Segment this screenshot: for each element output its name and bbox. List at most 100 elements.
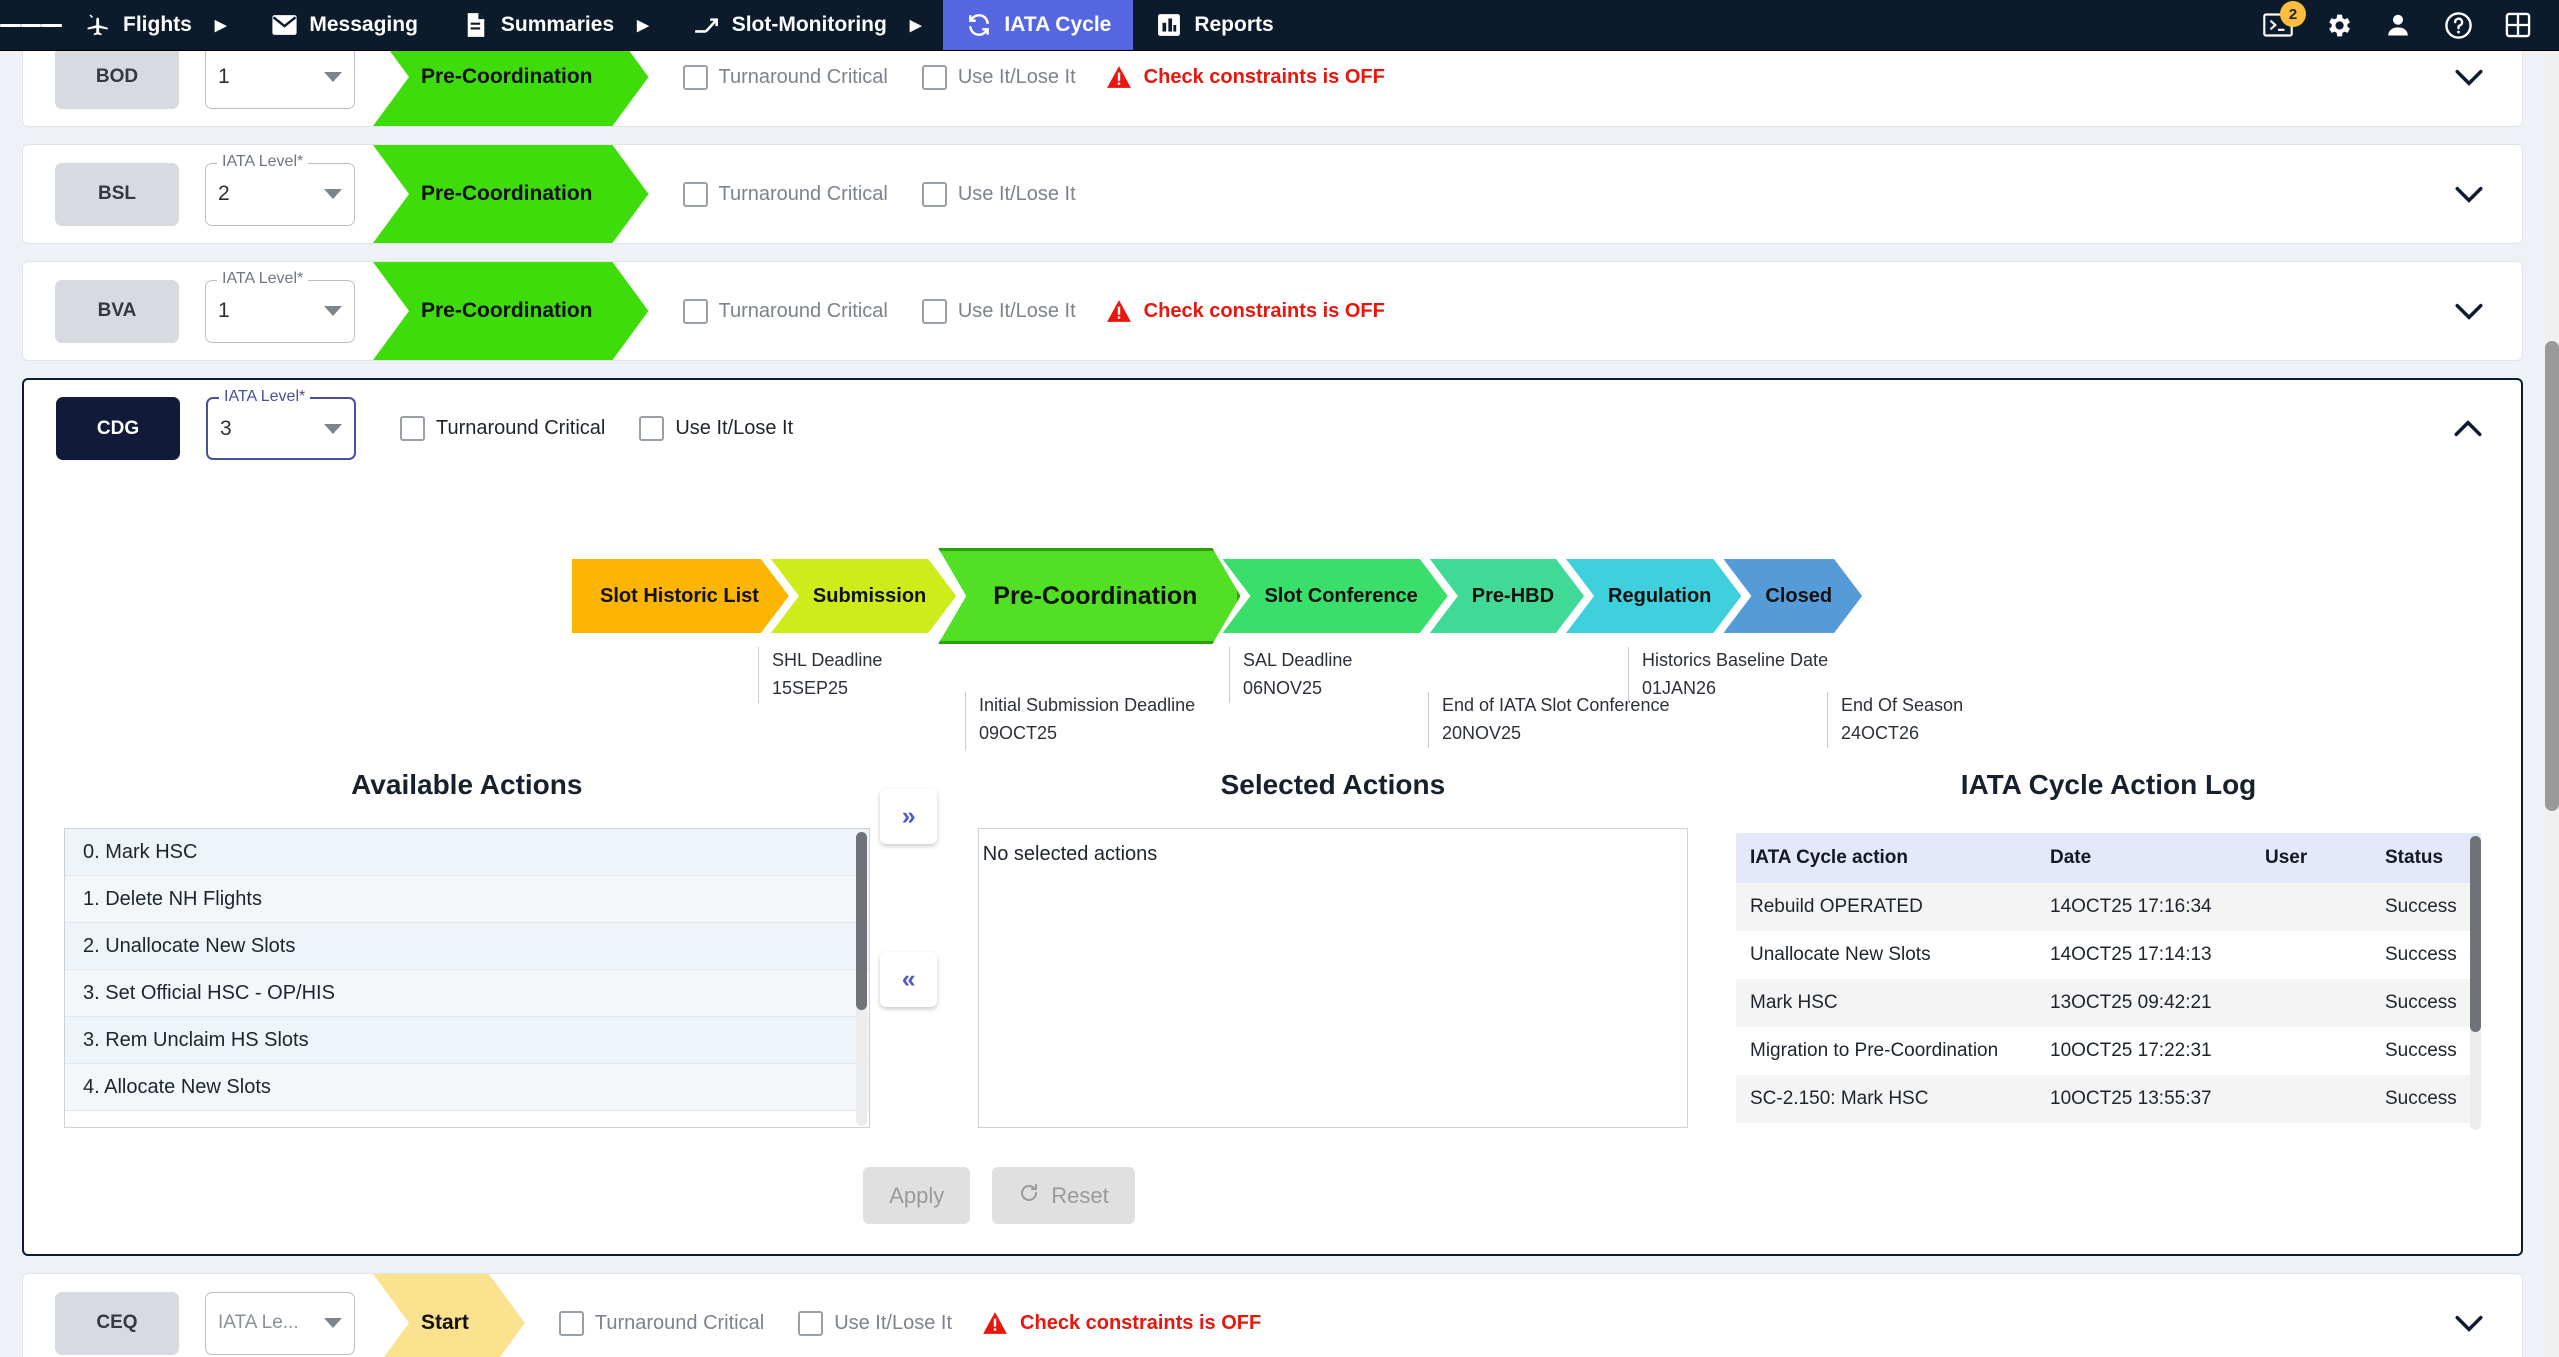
- airport-code-chip[interactable]: BVA: [55, 279, 179, 343]
- deadline-shl: SHL Deadline 15SEP25: [758, 647, 882, 703]
- turnaround-critical-checkbox[interactable]: Turnaround Critical: [682, 64, 888, 90]
- turnaround-critical-checkbox[interactable]: Turnaround Critical: [682, 298, 888, 324]
- airport-card-bod[interactable]: BOD IATA Level* 1 Pre-Coordination Turna…: [22, 51, 2523, 127]
- nav-item-flights[interactable]: Flights ▶: [62, 0, 248, 50]
- checkbox-box: [921, 64, 947, 90]
- col-header-action[interactable]: IATA Cycle action: [1736, 833, 2036, 883]
- airport-code-chip[interactable]: CDG: [56, 397, 180, 460]
- workflow-stage-submission[interactable]: Submission: [771, 559, 956, 633]
- user-icon[interactable]: [2383, 10, 2413, 40]
- expand-row-chevron-down-icon[interactable]: [2452, 60, 2486, 94]
- hamburger-menu-icon[interactable]: [0, 0, 63, 50]
- col-header-status[interactable]: Status: [2371, 833, 2481, 883]
- chevron-down-icon[interactable]: [324, 189, 342, 199]
- airport-card-ceq[interactable]: CEQ IATA Le... Start Turnaround Critical…: [22, 1273, 2523, 1357]
- checkbox-label: Use It/Lose It: [675, 417, 794, 439]
- expand-row-chevron-down-icon[interactable]: [2452, 177, 2486, 211]
- iata-level-select[interactable]: IATA Level* 3: [206, 388, 356, 460]
- turnaround-critical-checkbox[interactable]: Turnaround Critical: [558, 1310, 765, 1336]
- airport-code-chip[interactable]: CEQ: [55, 1291, 179, 1355]
- col-header-user[interactable]: User: [2251, 833, 2371, 883]
- panel-footer-buttons: Apply Reset: [104, 1167, 1894, 1224]
- table-row[interactable]: SC-2.150: Mark HSC 10OCT25 13:55:37 Succ…: [1736, 1075, 2481, 1123]
- cell-status: Success: [2385, 1040, 2457, 1061]
- iata-level-select[interactable]: IATA Level* 1: [205, 51, 355, 109]
- envelope-icon: [270, 11, 298, 39]
- col-header-date[interactable]: Date: [2036, 833, 2251, 883]
- nav-item-messaging[interactable]: Messaging: [248, 0, 440, 50]
- gear-icon[interactable]: [2323, 10, 2353, 40]
- list-item[interactable]: 4. Allocate New Slots: [65, 1064, 869, 1111]
- turnaround-critical-checkbox[interactable]: Turnaround Critical: [400, 416, 605, 441]
- workflow-stage-pre-coordination-current[interactable]: Pre-Coordination: [938, 548, 1240, 644]
- available-actions-scrollbar[interactable]: [855, 832, 867, 1126]
- available-actions-list[interactable]: 0. Mark HSC 1. Delete NH Flights 2. Unal…: [64, 828, 870, 1128]
- table-row[interactable]: Unallocate New Slots 14OCT25 17:14:13 Su…: [1736, 931, 2481, 979]
- use-it-lose-it-checkbox[interactable]: Use It/Lose It: [798, 1310, 952, 1336]
- expand-row-chevron-down-icon[interactable]: [2452, 1306, 2486, 1340]
- nav-item-summaries[interactable]: Summaries ▶: [440, 0, 671, 50]
- table-row[interactable]: SC-2.150: Mark HSC 10OCT25 12:34:11 Succ…: [1736, 1123, 2481, 1133]
- action-log-scrollbar[interactable]: [2470, 836, 2481, 1130]
- use-it-lose-it-checkbox[interactable]: Use It/Lose It: [921, 181, 1076, 207]
- nav-item-slot-monitoring[interactable]: Slot-Monitoring ▶: [671, 0, 944, 50]
- move-right-button[interactable]: »: [880, 789, 938, 844]
- apply-button[interactable]: Apply: [863, 1167, 971, 1224]
- chevron-right-icon[interactable]: ▶: [909, 17, 922, 34]
- action-log-title: IATA Cycle Action Log: [1960, 769, 2257, 800]
- chevron-down-icon[interactable]: [324, 72, 342, 82]
- table-row[interactable]: Migration to Pre-Coordination 10OCT25 17…: [1736, 1027, 2481, 1075]
- checkbox-label: Turnaround Critical: [594, 1311, 765, 1334]
- collapse-row-chevron-up-icon[interactable]: [2451, 412, 2485, 446]
- status-stage-badge: Pre-Coordination: [373, 145, 649, 243]
- airport-card-bsl[interactable]: BSL IATA Level* 2 Pre-Coordination Turna…: [22, 144, 2523, 244]
- chevron-down-icon[interactable]: [324, 306, 342, 316]
- page-vertical-scrollbar[interactable]: [2545, 51, 2559, 1357]
- iata-level-select[interactable]: IATA Level* 2: [205, 152, 355, 226]
- chevron-right-icon[interactable]: ▶: [214, 17, 227, 34]
- list-item[interactable]: 0. Mark HSC: [65, 829, 869, 876]
- workflow-stage-slot-historic-list[interactable]: Slot Historic List: [572, 559, 789, 633]
- status-stage-badge: Pre-Coordination: [373, 262, 649, 360]
- checkbox-label: Use It/Lose It: [957, 182, 1076, 205]
- turnaround-critical-checkbox[interactable]: Turnaround Critical: [682, 181, 888, 207]
- use-it-lose-it-checkbox[interactable]: Use It/Lose It: [921, 64, 1076, 90]
- airport-code-chip[interactable]: BSL: [55, 162, 179, 226]
- checkbox-label: Turnaround Critical: [718, 182, 888, 205]
- expand-row-chevron-down-icon[interactable]: [2452, 294, 2486, 328]
- nav-item-reports[interactable]: Reports: [1133, 0, 1295, 50]
- deadline-name: Initial Submission Deadline: [979, 695, 1196, 715]
- cell-date: 14OCT25 17:14:13: [2050, 944, 2212, 965]
- move-left-button[interactable]: «: [880, 952, 938, 1007]
- selected-actions-list[interactable]: No selected actions: [977, 828, 1688, 1128]
- list-item[interactable]: 3. Rem Unclaim HS Slots: [65, 1017, 869, 1064]
- list-item[interactable]: 2. Unallocate New Slots: [65, 923, 869, 970]
- arrow-into-icon: [693, 11, 721, 39]
- apps-grid-icon[interactable]: [2503, 10, 2533, 40]
- chevron-down-icon[interactable]: [324, 1318, 342, 1328]
- airport-card-bva[interactable]: BVA IATA Level* 1 Pre-Coordination Turna…: [22, 261, 2523, 361]
- airport-code-chip[interactable]: BOD: [55, 51, 179, 109]
- workflow-stage-closed[interactable]: Closed: [1723, 559, 1862, 633]
- list-item[interactable]: 3. Set Official HSC - OP/HIS: [65, 970, 869, 1017]
- iata-level-select[interactable]: IATA Level* 1: [205, 269, 355, 343]
- chevron-right-icon[interactable]: ▶: [637, 17, 649, 34]
- workflow-stage-pre-hbd[interactable]: Pre-HBD: [1430, 559, 1584, 633]
- list-item[interactable]: 1. Delete NH Flights: [65, 876, 869, 923]
- nav-item-iata-cycle[interactable]: IATA Cycle: [943, 0, 1134, 50]
- console-icon[interactable]: 2: [2263, 1, 2306, 40]
- workflow-stage-regulation[interactable]: Regulation: [1566, 559, 1741, 633]
- reset-button[interactable]: Reset: [992, 1167, 1135, 1224]
- table-row[interactable]: Rebuild OPERATED 14OCT25 17:16:34 Succes…: [1736, 883, 2481, 931]
- airport-card-cdg[interactable]: CDG IATA Level* 3 Turnaround Critical Us…: [22, 378, 2523, 1256]
- use-it-lose-it-checkbox[interactable]: Use It/Lose It: [921, 298, 1076, 324]
- iata-level-select[interactable]: IATA Le...: [205, 1291, 355, 1355]
- iata-level-label: IATA Level*: [217, 152, 309, 171]
- table-row[interactable]: Mark HSC 13OCT25 09:42:21 Success: [1736, 979, 2481, 1027]
- chevron-down-icon[interactable]: [324, 423, 342, 434]
- warning-text: Check constraints is OFF: [1020, 1311, 1262, 1334]
- use-it-lose-it-checkbox[interactable]: Use It/Lose It: [639, 416, 793, 441]
- help-icon[interactable]: [2443, 10, 2473, 40]
- workflow-stage-slot-conference[interactable]: Slot Conference: [1222, 559, 1447, 633]
- deadline-end-of-iata-slot-conference: End of IATA Slot Conference 20NOV25: [1428, 692, 1669, 748]
